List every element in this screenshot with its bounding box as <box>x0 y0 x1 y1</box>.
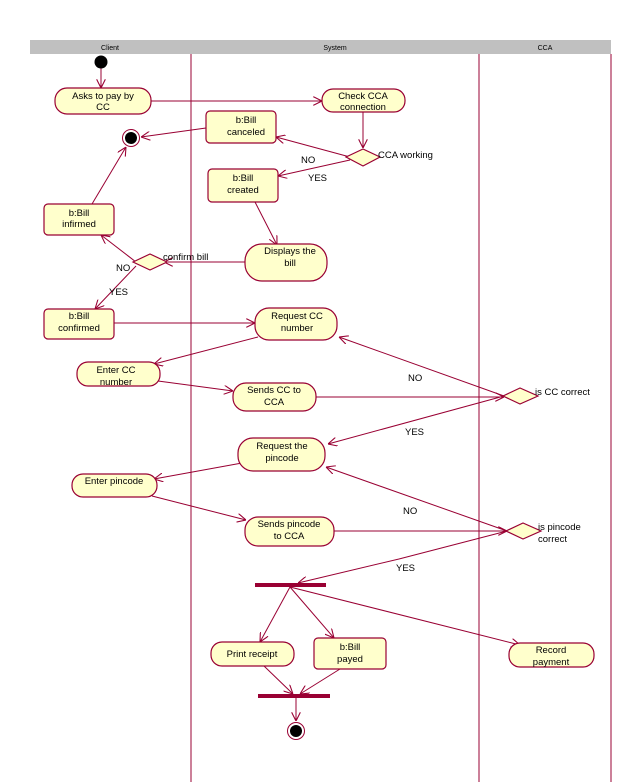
guard-label: YES <box>405 427 424 438</box>
edge <box>398 530 508 560</box>
decision-pincode-correct: is pincode correct <box>504 522 581 545</box>
svg-text:is CC correct: is CC correct <box>535 387 590 398</box>
guard-label: NO <box>301 155 315 166</box>
edge <box>328 395 505 444</box>
action-request-pincode: Request the pincode <box>237 437 326 472</box>
svg-text:Request CC: Request CC <box>271 311 323 322</box>
svg-text:number: number <box>100 377 132 388</box>
edge <box>141 127 207 137</box>
edge <box>263 665 293 694</box>
svg-text:Asks to pay by: Asks to pay by <box>72 91 134 102</box>
svg-text:canceled: canceled <box>227 127 265 138</box>
edge <box>289 586 520 645</box>
svg-text:CCA: CCA <box>264 397 285 408</box>
edge <box>276 137 351 158</box>
svg-text:confirm bill: confirm bill <box>163 252 208 263</box>
lane-client-title: Client <box>101 45 119 52</box>
object-bill-canceled: b:Bill canceled <box>205 110 277 144</box>
edge <box>151 495 246 520</box>
action-record-payment: Record payment <box>508 642 595 668</box>
svg-text:Check CCA: Check CCA <box>338 91 388 102</box>
action-enter-cc: Enter CC number <box>76 361 161 388</box>
edge <box>95 265 137 309</box>
guard-label: NO <box>408 373 422 384</box>
edge <box>254 201 277 245</box>
action-print-receipt: Print receipt <box>210 641 295 667</box>
object-bill-infirmed: b:Bill infirmed <box>43 203 115 236</box>
svg-text:b:Bill: b:Bill <box>233 173 254 184</box>
svg-text:Enter pincode: Enter pincode <box>85 476 144 487</box>
join-bar <box>258 694 330 698</box>
svg-text:payed: payed <box>337 654 363 665</box>
svg-text:Print receipt: Print receipt <box>227 649 278 660</box>
svg-text:b:Bill: b:Bill <box>69 311 90 322</box>
edge <box>101 235 137 263</box>
edge <box>326 467 508 532</box>
object-bill-created: b:Bill created <box>207 168 279 203</box>
svg-text:to CCA: to CCA <box>274 531 305 542</box>
svg-text:CC: CC <box>96 102 110 113</box>
svg-text:connection: connection <box>340 102 386 113</box>
decision-cc-correct: is CC correct <box>501 387 590 405</box>
svg-text:created: created <box>227 185 259 196</box>
final-node <box>287 722 305 740</box>
edge <box>339 337 505 397</box>
edge <box>157 380 233 391</box>
svg-text:payment: payment <box>533 657 570 668</box>
guard-label: NO <box>116 263 130 274</box>
action-asks-to-pay: Asks to pay by CC <box>54 87 152 115</box>
action-sends-cc: Sends CC to CCA <box>232 382 317 412</box>
edge <box>154 336 259 364</box>
lane-system-title: System <box>323 45 347 52</box>
edges <box>91 68 520 721</box>
guard-label: YES <box>396 563 415 574</box>
svg-text:Sends pincode: Sends pincode <box>258 519 321 530</box>
svg-text:Request the: Request the <box>256 441 307 452</box>
initial-node <box>94 55 108 69</box>
svg-text:pincode: pincode <box>265 453 298 464</box>
svg-text:Displays the: Displays the <box>264 246 316 257</box>
svg-text:b:Bill: b:Bill <box>236 115 257 126</box>
guard-label: NO <box>403 506 417 517</box>
decision-confirm-bill: confirm bill <box>131 252 208 271</box>
guard-label: YES <box>308 173 327 184</box>
svg-text:is pincode: is pincode <box>538 522 581 533</box>
svg-text:b:Bill: b:Bill <box>340 642 361 653</box>
final-node <box>122 129 140 147</box>
fork-bar <box>255 583 326 587</box>
action-enter-pincode: Enter pincode <box>71 473 158 498</box>
svg-text:b:Bill: b:Bill <box>69 208 90 219</box>
svg-text:bill: bill <box>284 258 296 269</box>
edge <box>91 147 126 205</box>
action-request-cc: Request CC number <box>254 307 338 341</box>
svg-text:Record: Record <box>536 645 567 656</box>
action-sends-pincode: Sends pincode to CCA <box>244 516 335 547</box>
svg-text:correct: correct <box>538 534 567 545</box>
action-displays-bill: Displays the bill <box>244 243 328 282</box>
svg-text:CCA working: CCA working <box>378 150 433 161</box>
edge <box>278 159 351 176</box>
edge <box>260 586 291 642</box>
svg-text:confirmed: confirmed <box>58 323 100 334</box>
object-bill-confirmed: b:Bill confirmed <box>43 308 115 340</box>
svg-text:Sends CC to: Sends CC to <box>247 385 301 396</box>
svg-text:number: number <box>281 323 313 334</box>
swimlane-header <box>30 40 611 54</box>
lane-cca-title: CCA <box>538 45 553 52</box>
edge <box>298 558 400 583</box>
svg-text:infirmed: infirmed <box>62 219 96 230</box>
edge <box>154 462 243 479</box>
svg-text:Enter CC: Enter CC <box>96 365 135 376</box>
object-bill-payed: b:Bill payed <box>313 637 387 670</box>
action-check-cca: Check CCA connection <box>321 88 406 113</box>
edge <box>300 668 341 694</box>
edge <box>289 586 334 638</box>
decision-cca-working: CCA working <box>344 148 433 167</box>
guard-label: YES <box>109 287 128 298</box>
